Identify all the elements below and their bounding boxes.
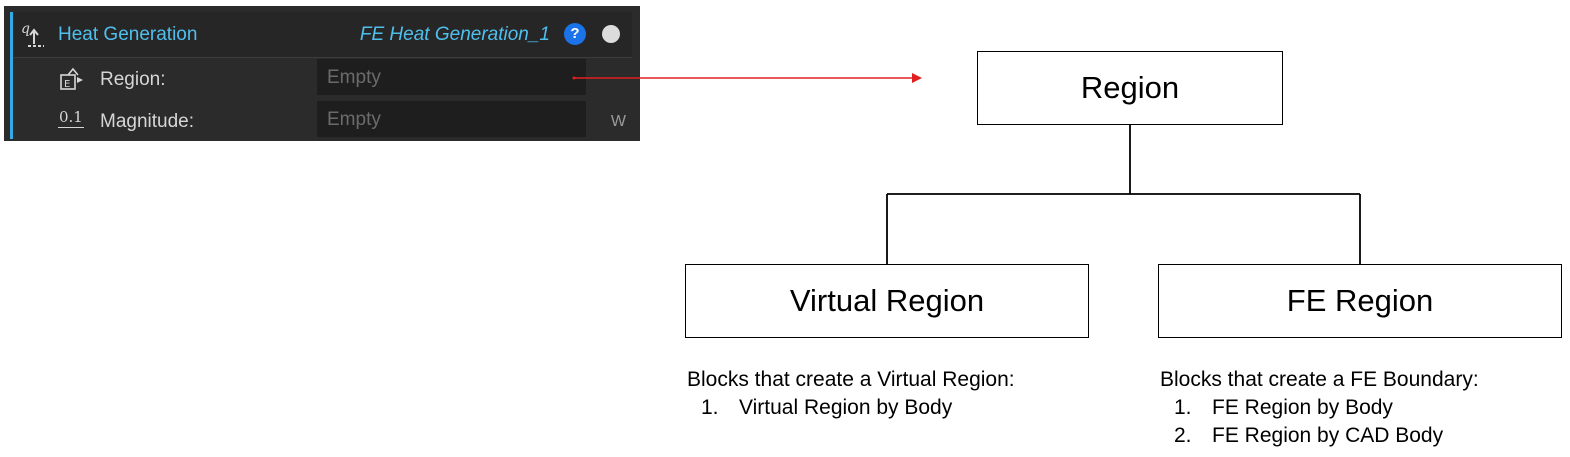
magnitude-field-row: 0.1 Magnitude: Empty W	[14, 99, 632, 141]
heat-generation-panel: q Heat Generation FE Heat Generation_1 ?…	[4, 6, 640, 141]
list-item: 2.FE Region by CAD Body	[1174, 424, 1444, 447]
magnitude-input[interactable]: Empty	[317, 101, 586, 137]
virtual-region-node: Virtual Region	[685, 264, 1089, 338]
panel-accent-bar	[10, 12, 13, 139]
fe-region-note-title: Blocks that create a FE Boundary:	[1160, 368, 1479, 391]
region-input[interactable]: Empty	[317, 59, 586, 95]
fe-region-note: Blocks that create a FE Boundary: 1.FE R…	[1160, 366, 1479, 450]
svg-text:E: E	[64, 79, 70, 90]
heat-generation-icon: q	[21, 21, 44, 47]
help-icon[interactable]: ?	[564, 23, 586, 45]
region-selector-icon: E	[60, 67, 83, 90]
magnitude-unit: W	[610, 113, 626, 130]
red-pointer-arrow	[572, 73, 922, 83]
list-item: 1.Virtual Region by Body	[701, 396, 953, 419]
region-root-node: Region	[977, 51, 1283, 125]
instance-name[interactable]: FE Heat Generation_1	[359, 24, 550, 45]
scalar-value-icon: 0.1	[58, 108, 84, 128]
virtual-region-note-title: Blocks that create a Virtual Region:	[687, 368, 1015, 391]
magnitude-label: Magnitude:	[100, 111, 195, 132]
region-label: Region:	[100, 69, 166, 90]
region-field-row: E Region: Empty	[14, 57, 632, 99]
list-item: 1.FE Region by Body	[1174, 396, 1393, 419]
virtual-region-block-list: 1.Virtual Region by Body	[687, 394, 1015, 422]
svg-text:q: q	[21, 21, 30, 37]
fe-region-block-list: 1.FE Region by Body 2.FE Region by CAD B…	[1160, 394, 1479, 450]
list-item-text: Virtual Region by Body	[739, 396, 953, 419]
list-item-text: FE Region by CAD Body	[1212, 424, 1444, 447]
virtual-region-note: Blocks that create a Virtual Region: 1.V…	[687, 366, 1015, 422]
status-indicator-icon	[602, 25, 620, 43]
panel-title: Heat Generation	[58, 24, 198, 45]
fe-region-node: FE Region	[1158, 264, 1562, 338]
panel-header[interactable]: q Heat Generation FE Heat Generation_1 ?	[14, 12, 632, 58]
list-item-text: FE Region by Body	[1212, 396, 1393, 419]
